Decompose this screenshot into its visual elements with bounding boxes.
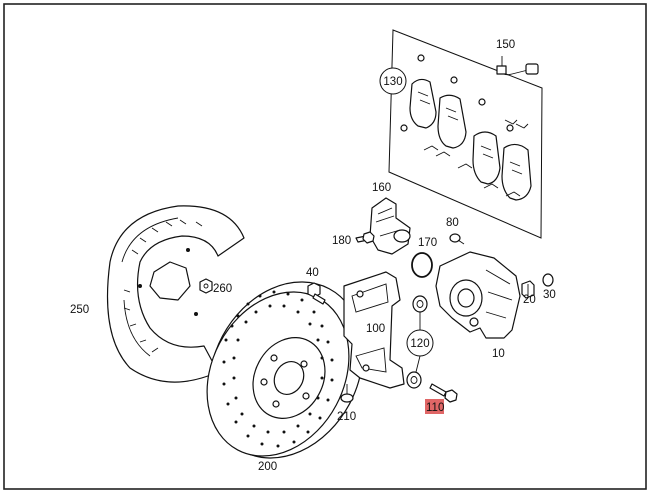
screw-head (340, 393, 354, 403)
disc-cross-drill-holes (222, 290, 334, 448)
callout-label-120: 120 (410, 338, 429, 350)
wheel-stud-hole (302, 392, 310, 400)
screw-80 (449, 233, 465, 245)
pad-clips (504, 119, 529, 129)
callout-label-110: 110 (426, 402, 444, 414)
bolt-head (199, 278, 213, 294)
callout-label-250[interactable]: 250 (70, 304, 89, 316)
dust-shield (106, 205, 245, 383)
wheel-stud-hole (272, 400, 280, 408)
screw-head (449, 233, 461, 243)
bracket-windows (351, 283, 389, 373)
boot-lower (406, 371, 422, 389)
callout-label-130: 130 (383, 76, 402, 88)
dust-shield-edge (121, 217, 179, 357)
callout-label-210[interactable]: 210 (337, 411, 356, 423)
pad-kit-box (388, 29, 543, 239)
wear-sensor (496, 56, 539, 76)
pad-hardware (450, 76, 458, 84)
bolt-40 (307, 282, 326, 305)
callout-circle (379, 67, 407, 95)
shield-hole (186, 248, 190, 252)
pad-hardware (478, 98, 486, 106)
callout-label-180[interactable]: 180 (332, 235, 351, 247)
sensor-plug (525, 63, 539, 75)
callout-label-200[interactable]: 200 (258, 461, 277, 473)
bracket-hole (362, 364, 370, 372)
callout-label-20[interactable]: 20 (523, 294, 536, 306)
actuator-body (369, 197, 411, 255)
caliper-bracket (343, 271, 405, 389)
bracket-hole (356, 290, 364, 298)
callout-120[interactable]: 120 (406, 329, 434, 357)
bolt-center (203, 283, 209, 289)
bleed-cap-30 (542, 273, 554, 287)
callout-130[interactable]: 130 (379, 67, 407, 95)
guide-bolt-110 (429, 383, 458, 403)
wheel-stud-hole (270, 354, 278, 362)
bolt-180 (355, 231, 375, 244)
guide-pin-boots (406, 295, 428, 389)
bleed-screw-20 (521, 280, 535, 299)
wheel-stud-hole (300, 360, 308, 368)
brake-pad (409, 78, 437, 129)
dust-shield-center (149, 261, 191, 301)
bolt-head (307, 282, 321, 298)
callout-label-80[interactable]: 80 (446, 217, 459, 229)
brake-pad (472, 131, 501, 185)
caliper-boss (469, 317, 479, 327)
bolt-shaft (312, 293, 326, 305)
pad-hardware (417, 54, 425, 62)
bracket-body (343, 271, 405, 389)
sensor-head (496, 65, 507, 75)
callout-label-10[interactable]: 10 (492, 348, 505, 360)
bleed-cap (542, 273, 554, 287)
pad-clips (417, 91, 523, 175)
bolt-shaft (429, 383, 447, 397)
boot-upper-inner (416, 300, 424, 308)
callout-110-highlighted[interactable]: 110 (425, 399, 444, 414)
pad-clips (423, 145, 521, 197)
shield-hole (138, 284, 142, 288)
dust-shield-ribs (123, 219, 203, 353)
parking-brake-actuator (369, 197, 411, 255)
callout-label-160[interactable]: 160 (372, 182, 391, 194)
brake-disc (206, 281, 364, 459)
callout-circle (406, 329, 434, 357)
caliper-housing (435, 251, 521, 339)
highlight-box (425, 399, 444, 414)
caliper-piston (457, 288, 475, 308)
actuator-connector (393, 229, 411, 243)
seal-ring (411, 252, 433, 278)
leader-line (415, 355, 421, 373)
wheel-stud-hole (260, 378, 268, 386)
caliper-ribs (485, 269, 513, 319)
diagram-border (3, 3, 647, 490)
pad-hardware (400, 124, 408, 132)
bolt-260 (199, 278, 213, 294)
callout-label-170[interactable]: 170 (418, 237, 437, 249)
screw-shaft (457, 239, 465, 245)
boot-upper (412, 295, 428, 313)
callout-label-30[interactable]: 30 (543, 289, 556, 301)
brake-pad-kit (388, 29, 543, 239)
dust-shield-body (106, 205, 245, 383)
boot-lower-inner (410, 376, 418, 384)
callout-label-150[interactable]: 150 (496, 39, 515, 51)
bolt-head (362, 231, 375, 244)
shield-hole (194, 312, 198, 316)
pad-hardware (506, 124, 514, 132)
disc-center-bore (273, 361, 305, 395)
callout-label-100[interactable]: 100 (366, 323, 385, 335)
bolt-head (444, 389, 458, 403)
callout-label-260[interactable]: 260 (213, 283, 232, 295)
screw-210 (340, 384, 354, 403)
callout-label-40[interactable]: 40 (306, 267, 319, 279)
brake-pad (437, 94, 467, 149)
